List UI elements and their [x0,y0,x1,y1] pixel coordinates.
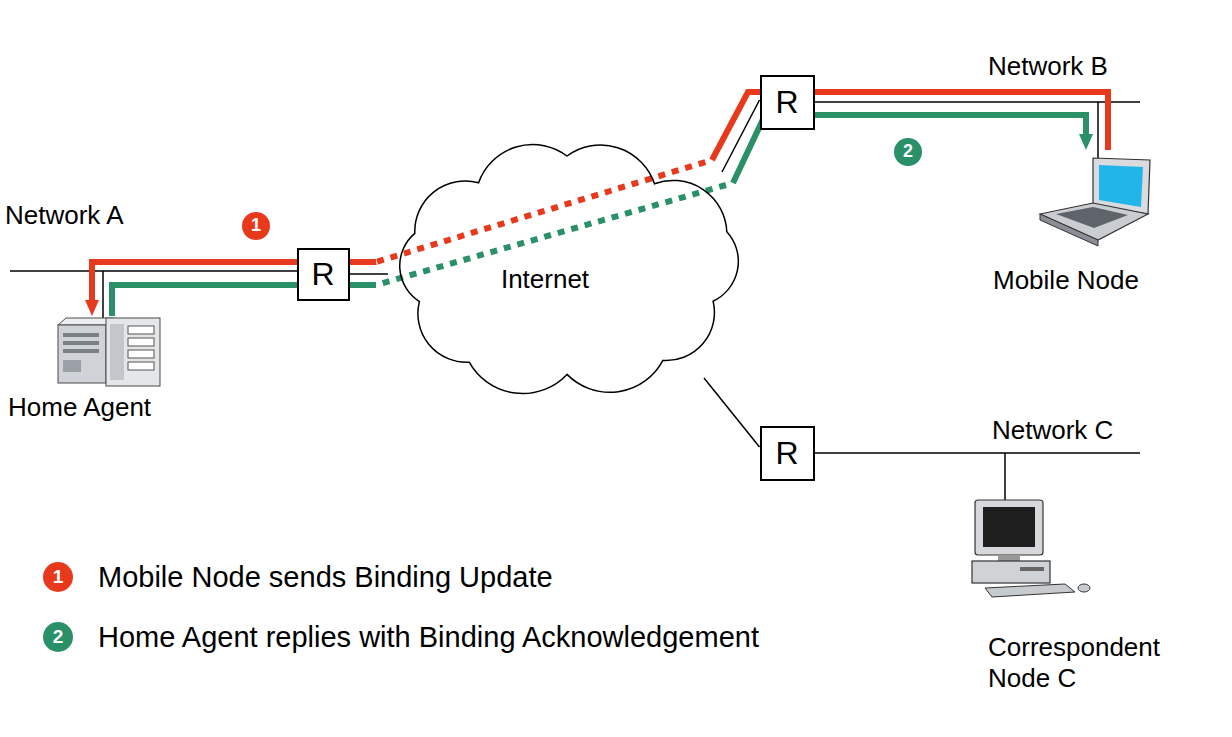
callout-number: 2 [53,626,64,649]
network-label: Network B [988,51,1108,82]
legend-swatch: 2 [43,622,73,652]
network-link [722,100,760,172]
network-link [350,273,389,275]
drive-bay [128,338,154,346]
node-label: Mobile Node [993,265,1139,296]
laptop-screen [1099,165,1143,207]
legend-swatch: 1 [43,562,73,592]
legend-text: Mobile Node sends Binding Update [98,560,553,595]
internet-cloud: Internet [370,120,770,420]
server-slot [63,360,81,372]
drive-bay [128,326,154,334]
label-holder: Network C [992,415,1113,446]
network-c-wire [812,452,1140,454]
legend-row: 2Home Agent replies with Binding Acknowl… [43,620,704,655]
legend-row: 1Mobile Node sends Binding Update [43,560,498,595]
server-right-tower [106,318,160,386]
correspondent-node: Correspondent Node C [965,492,1197,707]
laptop-front [1040,214,1098,246]
mouse [1078,584,1090,592]
network-label: Network C [992,415,1113,446]
computer-case [972,561,1050,583]
case-slot [1020,567,1044,571]
node-label: R [311,255,334,293]
monitor [975,500,1043,555]
server-left-tower [58,325,106,383]
legend-text: Home Agent replies with Binding Acknowle… [98,620,759,655]
network-b-wire [812,101,1140,103]
server-slot [63,349,99,353]
node-label: Internet [501,264,589,295]
correspondent-drop [1004,453,1006,500]
laptop-icon [1040,158,1150,246]
server-slot [63,333,99,337]
server-slot [63,341,99,345]
node-label: R [775,434,798,472]
network-link [704,378,760,447]
home-agent-node: Home Agent [5,316,180,428]
network-a-wire [10,270,300,272]
keyboard [985,584,1075,597]
label-holder: Network A [5,200,124,231]
network-label: Network A [5,200,124,231]
callout-number: 1 [53,566,64,589]
label-holder: Network B [988,51,1108,82]
monitor-screen [983,507,1035,547]
node-label: Correspondent Node C [988,632,1193,694]
home-agent-drop [102,271,104,318]
binding-update-path [92,92,1108,304]
laptop-keyboard [1056,207,1128,228]
server-panel [110,324,124,380]
router-box: R [760,426,815,481]
mobile-node-drop [1097,102,1099,158]
drive-bay [128,350,154,358]
callout-number: 2 [903,141,913,163]
cloud-outline-path [400,145,739,394]
mobile-node: Mobile Node [985,150,1170,301]
callout-circle: 1 [242,212,270,240]
router-box: R [297,248,350,301]
drive-bay [128,362,154,370]
desktop-icon [972,500,1090,597]
node-label: R [775,83,798,121]
callout-circle: 2 [894,138,922,166]
network-wires [10,102,1140,500]
monitor-stand [998,555,1020,561]
router-box: R [760,75,815,130]
server-icon [58,318,160,386]
callout-number: 1 [251,215,261,237]
node-label: Home Agent [8,392,151,423]
